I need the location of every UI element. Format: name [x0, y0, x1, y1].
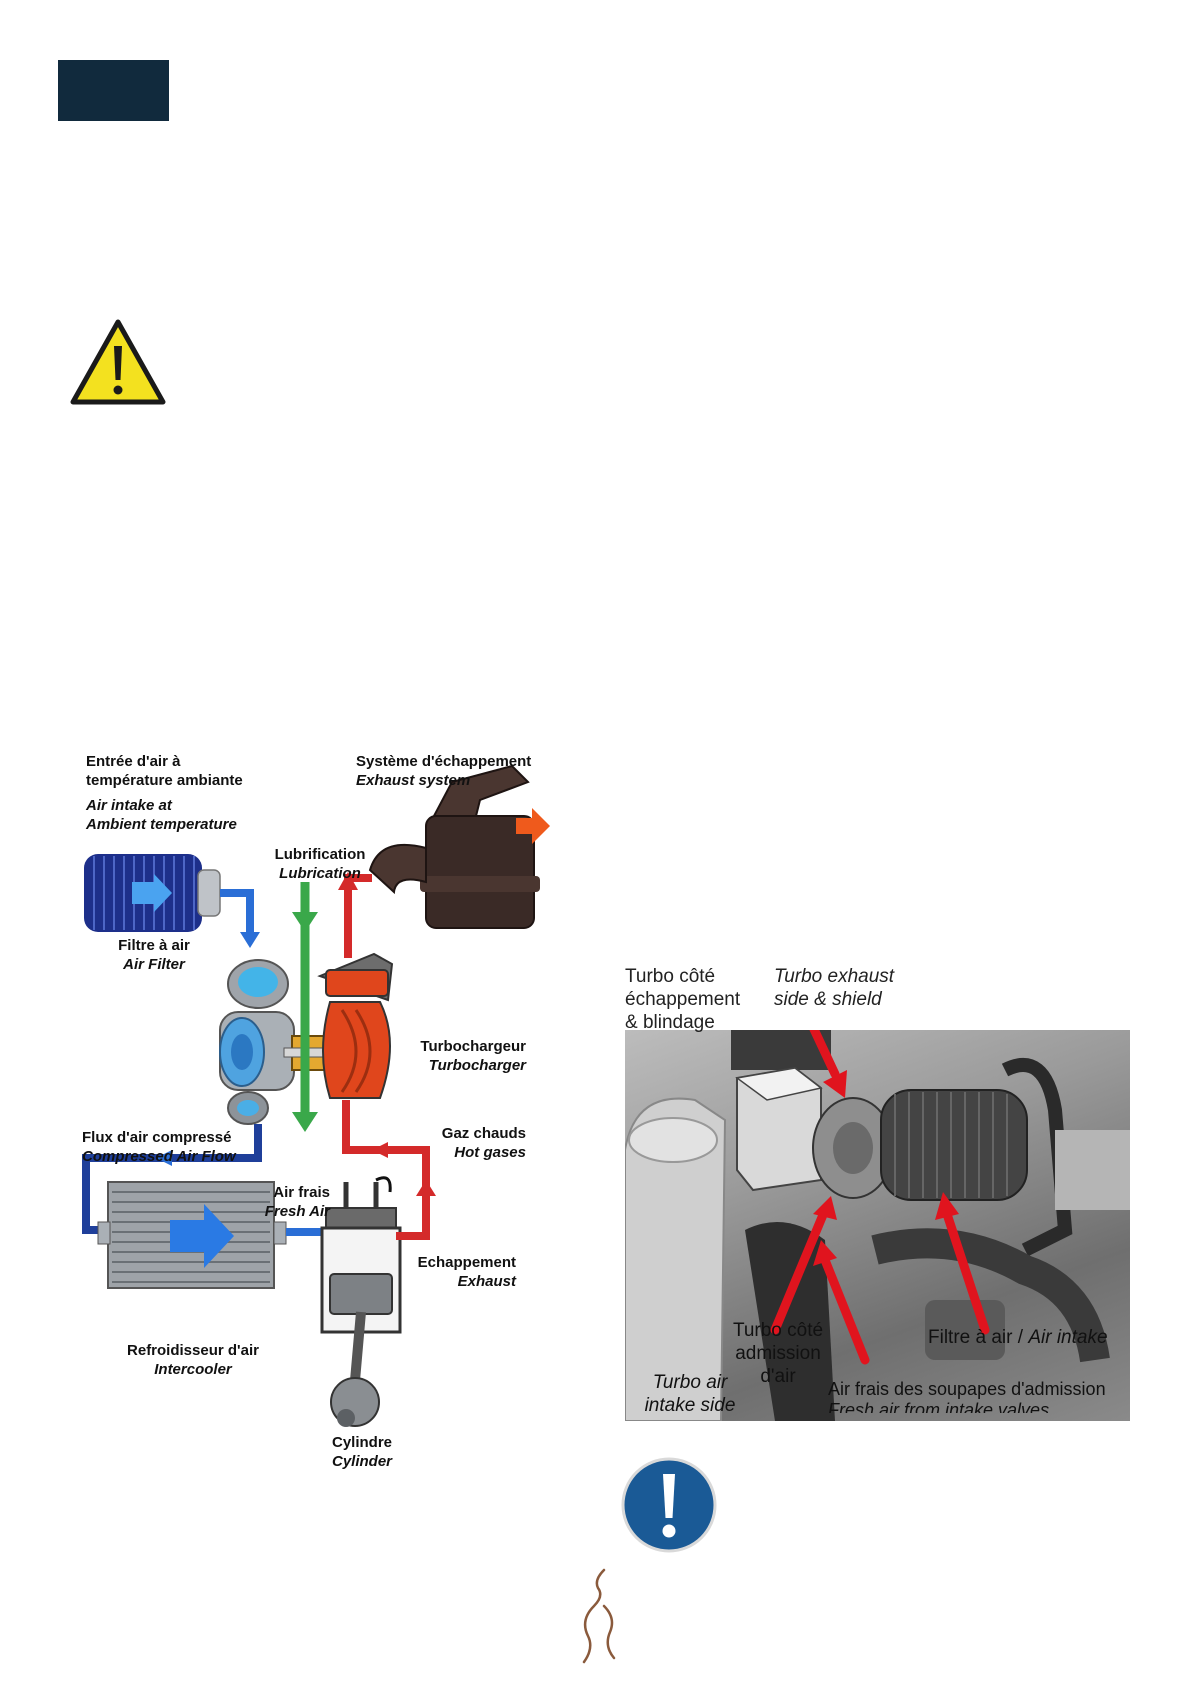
mandatory-info-icon: [621, 1457, 717, 1553]
label-turbocharger: Turbochargeur Turbocharger: [420, 1038, 526, 1074]
label-cylinder: Cylindre Cylinder: [331, 1434, 392, 1470]
header-block: [58, 60, 169, 121]
label-fresh-air-photo: Air frais des soupapes d'admission Fresh…: [828, 1379, 1106, 1413]
label-exhaust: Echappement Exhaust: [417, 1254, 516, 1290]
warning-triangle-icon: [70, 319, 166, 405]
cylinder-graphic: [320, 1176, 402, 1427]
intercooler-graphic: [97, 1181, 287, 1289]
label-fresh-air: Air frais Fresh Air: [264, 1184, 330, 1220]
engine-photo: [625, 1030, 1130, 1421]
label-compressed-air: Flux d'air compressé Compressed Air Flow: [82, 1129, 236, 1165]
label-turbo-intake-fr: Turbo côté admission d'air: [732, 1320, 824, 1387]
label-hot-gases: Gaz chauds Hot gases: [441, 1125, 526, 1161]
turbo-diagram-graphic: [82, 764, 550, 1427]
exhaust-system-graphic: [368, 764, 550, 929]
turbo-system-diagram: Entrée d'air à température ambiante Air …: [80, 752, 550, 1497]
air-filter-graphic: [84, 854, 221, 932]
label-turbo-exhaust-fr: Turbo côté échappement & blindage: [625, 966, 741, 1033]
label-air-filter-photo: Filtre à air / Air intake: [928, 1327, 1108, 1348]
label-intercooler: Refroidisseur d'air Intercooler: [127, 1342, 259, 1378]
label-lubrication: Lubrification Lubrication: [274, 846, 366, 882]
logo-figure-icon: [582, 1568, 616, 1664]
label-air-filter: Filtre à air Air Filter: [118, 937, 190, 973]
label-turbo-intake-en: Turbo air intake side: [644, 1372, 736, 1416]
compressor-graphic: [219, 959, 295, 1125]
engine-photo-figure: Turbo côté échappement & blindage Turbo …: [625, 965, 1130, 1421]
turbine-graphic: [317, 952, 394, 1099]
label-air-intake: Entrée d'air à température ambiante Air …: [86, 753, 243, 833]
label-exhaust-system: Système d'échappement Exhaust system: [356, 753, 532, 789]
label-turbo-exhaust-en: Turbo exhaust side & shield: [774, 966, 895, 1010]
